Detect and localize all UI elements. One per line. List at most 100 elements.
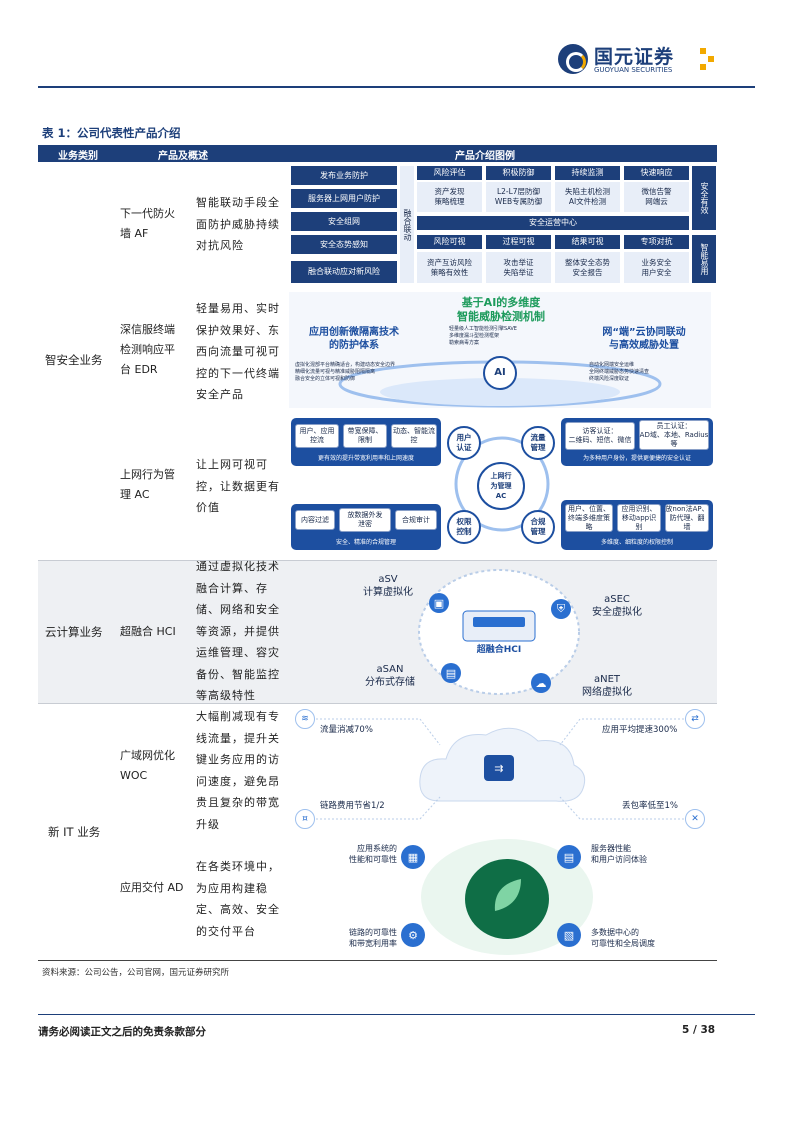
- logo-square-icon: [700, 64, 706, 70]
- edr-left-notes: 虚拟化混部平台精确适合，构建动态安全边界 精细化流量可视与精准威胁阻隔隔离 融合…: [295, 362, 396, 382]
- datacenter-icon: ▧: [557, 923, 581, 947]
- ac-center-badge: 上网行 为管理 AC: [477, 462, 525, 510]
- ac-br-item: 用户、位置、 终端多维度策 略: [565, 504, 613, 532]
- ac-tl-caption: 更有效的提升带宽利用率和上网速度: [317, 455, 414, 462]
- footer-rule: [38, 1014, 755, 1015]
- ac-tr-item: 员工认证： AD域、本地、Radius 等: [639, 420, 709, 450]
- ac-bl-item: 放数据外发 泄密: [339, 508, 391, 532]
- desc-edr: 轻量易用、实时保护效果好、东西向流量可视可控的下一代终端安全产品: [196, 302, 280, 401]
- hci-ring-graphic: [418, 569, 580, 695]
- packet-loss-icon: ✕: [685, 809, 705, 829]
- af-bot-item: 业务安全 用户安全: [624, 252, 689, 283]
- server-performance-icon: ▤: [557, 845, 581, 869]
- logo-text-en: GUOYUAN SECURITIES: [594, 66, 673, 74]
- af-soc: 安全运营中心: [417, 216, 689, 230]
- ad-server-experience: 服务器性能 和用户访问体验: [591, 844, 647, 864]
- row-divider: [38, 560, 717, 561]
- af-top-head: 持续监测: [555, 166, 620, 180]
- ac-ring-graphic: [454, 436, 550, 532]
- ad-diagram: ▦ ▤ ⚙ ▧ 应用系统的 性能和可靠性 服务器性能 和用户访问体验 链路的可靠…: [335, 837, 675, 957]
- ac-tr-caption: 为多种用户身份，提供更便捷的安全认证: [582, 455, 691, 462]
- desc-hci: 通过虚拟化技术融合计算、存储、网络和安全等资源，并提供运维管理、容灾备份、智能监…: [196, 560, 280, 702]
- page-number: 5 / 38: [682, 1024, 716, 1036]
- hci-anet: aNET 网络虚拟化: [582, 674, 632, 698]
- product-woc: 广域网优化 WOC: [120, 749, 175, 782]
- storage-icon: ▤: [441, 663, 461, 683]
- af-bot-head: 结果可视: [555, 235, 620, 249]
- category-new-it: 新 IT 业务: [48, 825, 101, 839]
- af-bot-head: 专项对抗: [624, 235, 689, 249]
- header-illustration: 产品介绍图例: [455, 151, 515, 162]
- af-top-item: 微信告警 网端云: [624, 182, 689, 212]
- row-divider: [38, 703, 717, 704]
- ac-access-control: 权限 控制: [447, 510, 481, 544]
- app-performance-icon: ▦: [401, 845, 425, 869]
- hci-asan: aSAN 分布式存储: [365, 664, 415, 688]
- woc-speedup: 应用平均提速300%: [602, 725, 678, 735]
- af-top-item: L2-L7层防御 WEB专属防御: [486, 182, 551, 212]
- cost-icon: ¤: [295, 809, 315, 829]
- af-bot-item: 攻击举证 失陷举证: [486, 252, 551, 283]
- header-category: 业务类别: [58, 151, 98, 162]
- table-caption: 表 1：公司代表性产品介绍: [42, 126, 181, 140]
- ac-bl-caption: 安全、精准的合规管理: [335, 539, 396, 546]
- af-left-item: 服务器上网用户防护: [291, 189, 397, 208]
- af-left-item: 安全组网: [291, 212, 397, 231]
- af-fusion-label: 融合联动: [400, 166, 414, 283]
- af-bot-head: 风险可视: [417, 235, 482, 249]
- ac-diagram: 用户、应用 控流 带宽保障、 限制 动态、智能流 控 更有效的提升带宽利用率和上…: [289, 416, 714, 552]
- edr-title: 基于AI的多维度 智能威胁检测机制: [457, 296, 545, 323]
- table-bottom-rule: [38, 960, 717, 961]
- edr-left-title: 应用创新微隔离技术 的防护体系: [309, 327, 399, 351]
- category-cloud: 云计算业务: [45, 625, 103, 639]
- header-rule: [38, 86, 755, 88]
- af-top-head: 积极防御: [486, 166, 551, 180]
- hci-asv: aSV 计算虚拟化: [363, 574, 413, 598]
- af-bot-head: 过程可视: [486, 235, 551, 249]
- product-edr: 深信服终端检测响应平台 EDR: [120, 323, 175, 376]
- logo-square-icon: [708, 56, 714, 62]
- af-left-item: 安全态势感知: [291, 235, 397, 254]
- product-af: 下一代防火墙 AF: [120, 207, 175, 240]
- ac-br-caption: 多维度、细粒度的权限控制: [600, 539, 673, 546]
- desc-ac: 让上网可视可控，让数据更有价值: [196, 458, 280, 514]
- traffic-icon: ≋: [295, 709, 315, 729]
- product-ac: 上网行为管理 AC: [120, 468, 175, 501]
- af-top-item: 资产发现 策略梳理: [417, 182, 482, 212]
- woc-cloud-graphic: [308, 718, 692, 820]
- ac-traffic-mgmt: 流量 管理: [521, 426, 555, 460]
- af-diagram: 发布业务防护 服务器上网用户防护 安全组网 安全态势感知 融合联动应对新风险 融…: [289, 164, 717, 286]
- logo-text-cn: 国元证券: [594, 46, 675, 68]
- af-right-top: 安全有效: [692, 166, 716, 230]
- ac-user-auth: 用户 认证: [447, 426, 481, 460]
- disclaimer: 请务必阅读正文之后的免责条款部分: [38, 1026, 206, 1038]
- ad-app-reliability: 应用系统的 性能和可靠性: [349, 844, 397, 864]
- network-virtualization-icon: ☁: [531, 673, 551, 693]
- af-left-item: 融合联动应对新风险: [291, 261, 397, 283]
- hci-diagram: ▣ ⛨ ▤ ☁ aSV 计算虚拟化 aSEC 安全虚拟化 aSAN 分布式存储 …: [345, 563, 653, 701]
- af-left-item: 发布业务防护: [291, 166, 397, 185]
- optimizer-icon: ⇉: [494, 761, 504, 775]
- ac-tl-item: 带宽保障、 限制: [343, 424, 387, 448]
- product-ad: 应用交付 AD: [120, 881, 184, 894]
- ac-tl-item: 用户、应用 控流: [295, 424, 339, 448]
- ac-bl-item: 内容过滤: [295, 510, 335, 530]
- hci-asec: aSEC 安全虚拟化: [592, 594, 642, 618]
- logo-mark-icon: [558, 44, 588, 74]
- ad-link-bandwidth: 链路的可靠性 和带宽利用率: [349, 928, 397, 948]
- af-top-item: 失陷主机检测 AI文件检测: [555, 182, 620, 212]
- woc-cost-saving: 链路费用节省1/2: [320, 801, 385, 811]
- ad-center-graphic: [421, 839, 593, 955]
- band-cloud: [38, 560, 717, 703]
- desc-af: 智能联动手段全面防护威胁持续对抗风险: [196, 196, 280, 252]
- af-top-head: 风险评估: [417, 166, 482, 180]
- af-bot-item: 整体安全态势 安全报告: [555, 252, 620, 283]
- table-header-bar: [38, 145, 717, 162]
- ac-br-item: 放non法AP、 防代理、翻 墙: [665, 504, 709, 532]
- af-right-bot: 智能易用: [692, 235, 716, 283]
- woc-traffic-reduction: 流量消减70%: [320, 725, 373, 735]
- source-note: 资料来源：公司公告，公司官网，国元证券研究所: [42, 968, 230, 978]
- woc-packet-loss: 丢包率低至1%: [622, 801, 678, 811]
- af-bot-item: 资产互访风险 策略有效性: [417, 252, 482, 283]
- header-product: 产品及概述: [158, 151, 208, 162]
